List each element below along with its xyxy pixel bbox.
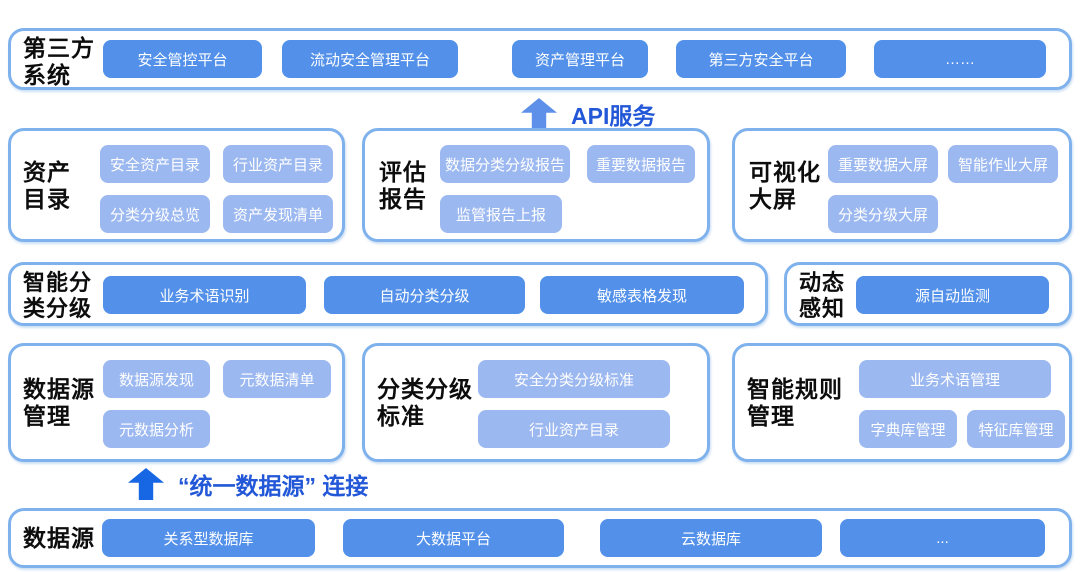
panel-label-data-source-management: 数据源 管理 bbox=[23, 376, 95, 430]
panel-label-assessment-reports: 评估 报告 bbox=[379, 159, 427, 213]
node-important-data-report: 重要数据报告 bbox=[587, 145, 695, 183]
node-classification-overview: 分类分级总览 bbox=[100, 195, 210, 233]
panel-asset-catalog: 资产 目录 安全资产目录 行业资产目录 分类分级总览 资产发现清单 bbox=[8, 128, 345, 242]
node-security-asset-catalog: 安全资产目录 bbox=[100, 145, 210, 183]
unified-data-source-label: “统一数据源” 连接 bbox=[178, 473, 369, 499]
panel-label-visualization-screens: 可视化 大屏 bbox=[749, 159, 821, 213]
node-mobile-security-mgmt-platform: 流动安全管理平台 bbox=[282, 40, 458, 78]
node-asset-mgmt-platform: 资产管理平台 bbox=[512, 40, 648, 78]
node-security-classification-standard: 安全分类分级标准 bbox=[478, 360, 670, 398]
panel-third-party-systems: 第三方 系统 安全管控平台 流动安全管理平台 资产管理平台 第三方安全平台 …… bbox=[8, 28, 1072, 90]
node-industry-asset-catalog-standard: 行业资产目录 bbox=[478, 410, 670, 448]
node-auto-classification: 自动分类分级 bbox=[324, 276, 525, 314]
panel-label-dynamic-perception: 动态 感知 bbox=[799, 270, 846, 321]
node-ellipsis-top: …… bbox=[874, 40, 1046, 78]
panel-label-asset-catalog: 资产 目录 bbox=[23, 159, 71, 213]
panel-label-data-sources: 数据源 bbox=[23, 525, 95, 551]
node-dictionary-management: 字典库管理 bbox=[859, 410, 957, 448]
node-sensitive-table-discovery: 敏感表格发现 bbox=[540, 276, 744, 314]
panel-classification-standards: 分类分级 标准 安全分类分级标准 行业资产目录 bbox=[362, 343, 710, 462]
node-important-data-screen: 重要数据大屏 bbox=[828, 145, 938, 183]
up-arrow-icon bbox=[128, 468, 164, 500]
node-source-auto-monitoring: 源自动监测 bbox=[856, 276, 1049, 314]
node-relational-database: 关系型数据库 bbox=[102, 519, 315, 557]
node-classification-screen: 分类分级大屏 bbox=[828, 195, 938, 233]
node-big-data-platform: 大数据平台 bbox=[343, 519, 564, 557]
node-security-control-platform: 安全管控平台 bbox=[103, 40, 262, 78]
node-metadata-list: 元数据清单 bbox=[223, 360, 331, 398]
node-asset-discovery-list: 资产发现清单 bbox=[223, 195, 333, 233]
panel-assessment-reports: 评估 报告 数据分类分级报告 重要数据报告 监管报告上报 bbox=[362, 128, 710, 242]
api-service-arrow: API服务 bbox=[521, 97, 655, 131]
node-industry-asset-catalog: 行业资产目录 bbox=[223, 145, 333, 183]
node-data-classification-report: 数据分类分级报告 bbox=[440, 145, 570, 183]
panel-dynamic-perception: 动态 感知 源自动监测 bbox=[784, 262, 1072, 326]
node-intelligent-operation-screen: 智能作业大屏 bbox=[948, 145, 1058, 183]
up-arrow-icon bbox=[521, 98, 557, 130]
panel-data-source-management: 数据源 管理 数据源发现 元数据清单 元数据分析 bbox=[8, 343, 345, 462]
node-business-term-management: 业务术语管理 bbox=[859, 360, 1051, 398]
node-ellipsis-bottom: ... bbox=[840, 519, 1045, 557]
panel-label-intelligent-classification: 智能分 类分级 bbox=[23, 270, 93, 321]
node-cloud-database: 云数据库 bbox=[600, 519, 822, 557]
node-data-source-discovery: 数据源发现 bbox=[103, 360, 210, 398]
panel-data-sources: 数据源 关系型数据库 大数据平台 云数据库 ... bbox=[8, 508, 1072, 568]
node-regulatory-report-submission: 监管报告上报 bbox=[440, 195, 562, 233]
node-third-party-security-platform: 第三方安全平台 bbox=[676, 40, 846, 78]
panel-label-third-party-systems: 第三方 系统 bbox=[23, 35, 95, 89]
panel-label-intelligent-rule-management: 智能规则 管理 bbox=[747, 376, 843, 430]
panel-intelligent-classification: 智能分 类分级 业务术语识别 自动分类分级 敏感表格发现 bbox=[8, 262, 768, 326]
api-service-label: API服务 bbox=[571, 103, 656, 129]
panel-intelligent-rule-management: 智能规则 管理 业务术语管理 字典库管理 特征库管理 bbox=[732, 343, 1072, 462]
node-feature-library-management: 特征库管理 bbox=[967, 410, 1065, 448]
panel-label-classification-standards: 分类分级 标准 bbox=[377, 376, 473, 430]
node-metadata-analysis: 元数据分析 bbox=[103, 410, 210, 448]
panel-visualization-screens: 可视化 大屏 重要数据大屏 智能作业大屏 分类分级大屏 bbox=[732, 128, 1072, 242]
unified-data-source-arrow: “统一数据源” 连接 bbox=[128, 467, 368, 501]
node-business-term-recognition: 业务术语识别 bbox=[103, 276, 306, 314]
